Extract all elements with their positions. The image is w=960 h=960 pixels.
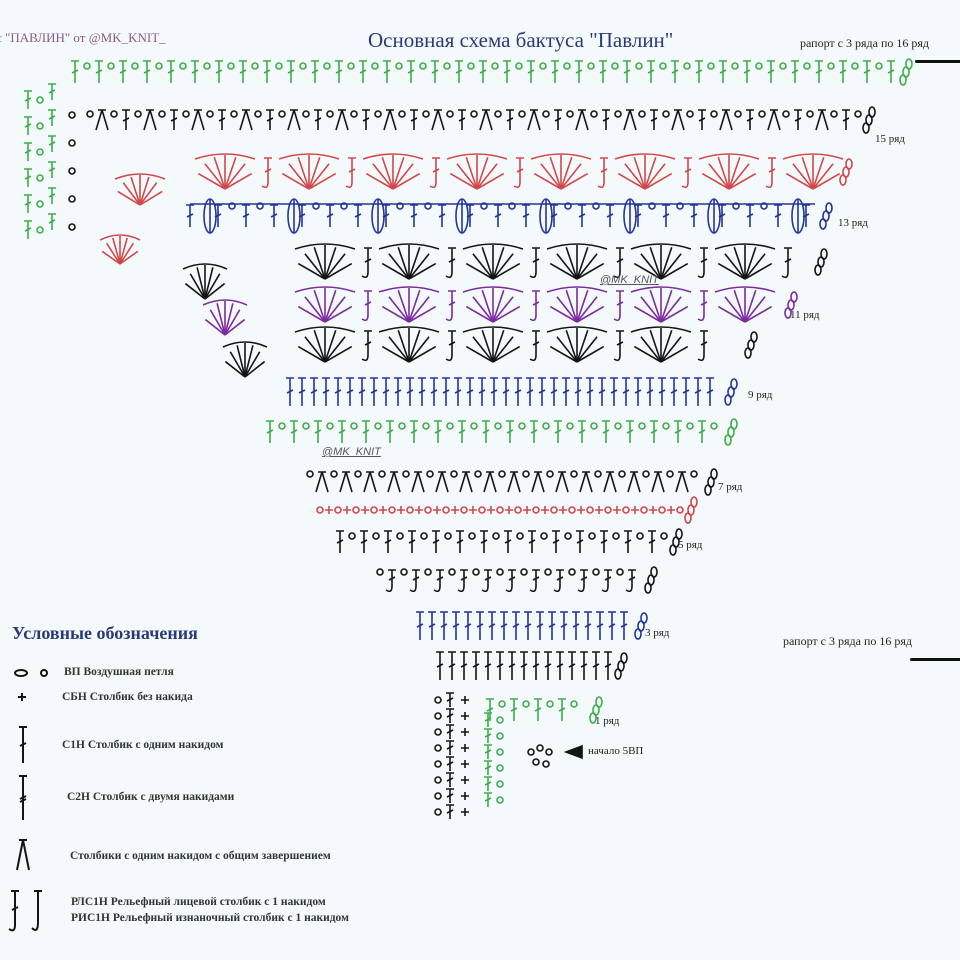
row-9: [286, 377, 738, 406]
arrow-icon: [563, 744, 583, 760]
legend-label-cluster: Столбики с одним накидом с общим заверше…: [70, 850, 331, 862]
credit-text: с "ПАВЛИН" от @MK_KNIT_: [0, 30, 166, 45]
legend-label-tr: С2Н Столбик с двумя накидами: [67, 791, 235, 803]
row-3: [416, 611, 648, 640]
row-label-1: 1 ряд: [595, 715, 620, 727]
start-chains: [527, 744, 583, 768]
legend-label-post-front: РЛС1Н Рельефный лицевой столбик с 1 наки…: [71, 896, 326, 908]
row-12: [294, 243, 828, 280]
row-label-3: 3 ряд: [645, 627, 670, 639]
row-11: [294, 286, 798, 323]
row-14: [194, 153, 853, 190]
left-edge-purple: [202, 299, 248, 336]
row-5: [336, 528, 683, 556]
rapport-note-mid: рапорт с 3 ряда по 16 ряд: [783, 634, 912, 648]
legend-label-chain: ВП Воздушная петля: [64, 666, 174, 678]
legend-label-dc: С1Н Столбик с одним накидом: [62, 739, 224, 751]
left-edge-green: [24, 83, 56, 239]
legend-label-post-back: РИС1Н Рельефный изнаночный столбик с 1 н…: [71, 912, 349, 924]
row-10: [294, 326, 758, 363]
diagram-title: Основная схема бактуса "Павлин": [368, 28, 674, 52]
row-label-15: 15 ряд: [875, 133, 905, 145]
watermark: @MK_KNIT: [322, 446, 381, 458]
legend-title: Условные обозначения: [12, 623, 198, 643]
watermark: @MK_KNIT: [600, 274, 659, 286]
row-2: [436, 651, 628, 680]
row-label-5: 5 ряд: [678, 539, 703, 551]
row-7: [306, 468, 718, 496]
rapport-note-top: рапорт с 3 ряда по 16 ряд: [800, 36, 929, 50]
legend-label-sc: СБН Столбик без накида: [62, 691, 193, 703]
row-1: [486, 696, 603, 724]
row-label-11: 11 ряд: [790, 309, 820, 321]
left-edge-black-fans: [182, 263, 268, 378]
rapport-marker-mid: [910, 658, 960, 661]
row-label-9: 9 ряд: [748, 389, 773, 401]
row-16: [71, 58, 913, 86]
row-label-13: 13 ряд: [838, 217, 868, 229]
row-6: [316, 496, 698, 524]
start-note: начало 5ВП: [588, 745, 644, 757]
left-edge-black: [68, 111, 76, 231]
row-4: [376, 566, 658, 594]
rapport-marker-top: [915, 60, 960, 63]
bottom-left-column: [434, 692, 469, 819]
row-label-7: 7 ряд: [718, 481, 743, 493]
row-13: [186, 198, 833, 234]
legend-icons: [8, 669, 48, 932]
row-8: [266, 418, 738, 446]
left-edge-red: [99, 173, 166, 265]
row-15: [86, 106, 876, 134]
bottom-left-green: [484, 712, 504, 807]
